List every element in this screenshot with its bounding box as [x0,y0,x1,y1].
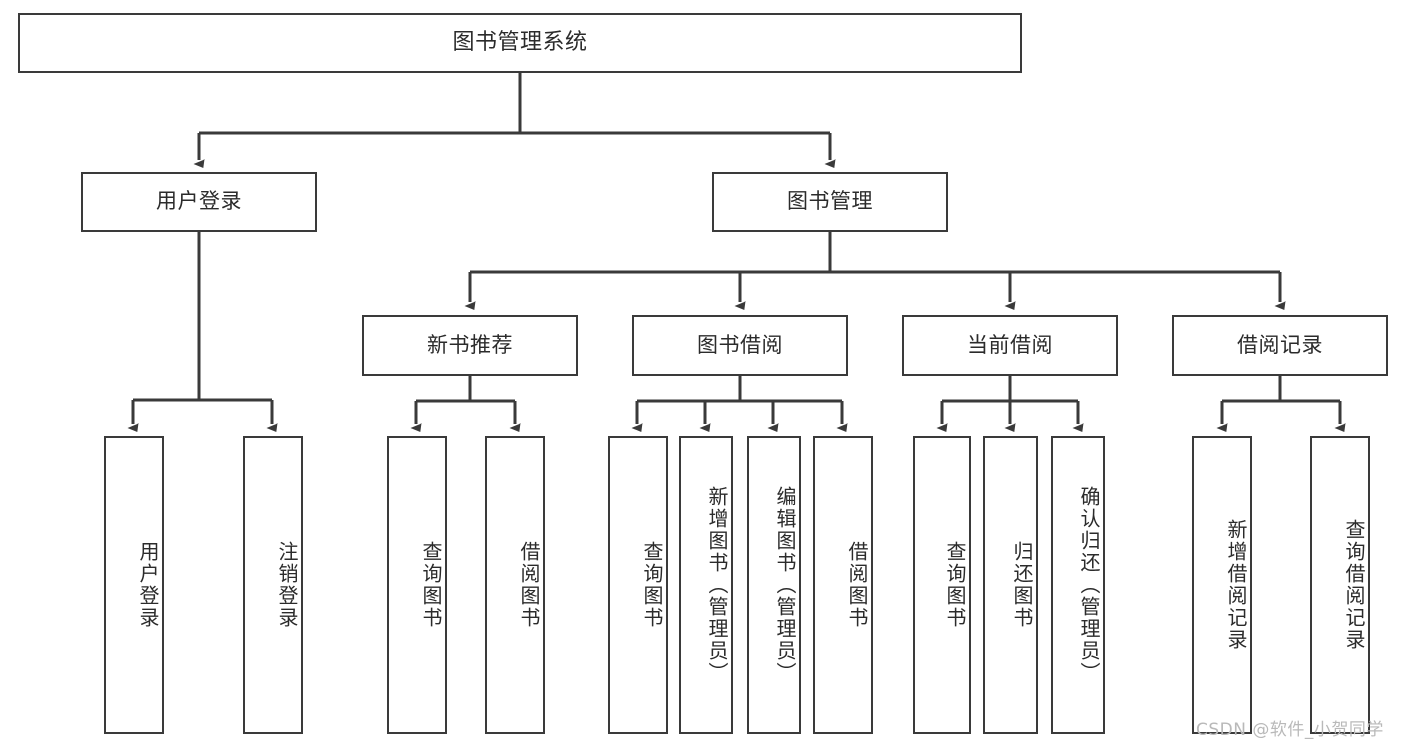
leaf-confirm-return-admin[interactable]: 确认归还（管理员） [1051,436,1105,734]
leaf-query-borrow-record[interactable]: 查询借阅记录 [1310,436,1370,734]
node-label: 当前借阅 [967,332,1053,357]
node-label: 查询图书 [419,541,443,629]
node-label: 新书推荐 [427,332,513,357]
node-label: 图书管理系统 [452,29,588,55]
leaf-logout[interactable]: 注销登录 [243,436,303,734]
node-label: 注销登录 [275,541,299,629]
node-current-borrowing[interactable]: 当前借阅 [902,315,1118,376]
leaf-add-borrow-record[interactable]: 新增借阅记录 [1192,436,1252,734]
node-label: 确认归还（管理员） [1077,486,1101,684]
node-new-book-recommendation[interactable]: 新书推荐 [362,315,578,376]
node-label: 新增图书（管理员） [705,486,729,684]
node-label: 借阅图书 [845,541,869,629]
node-label: 借阅图书 [517,541,541,629]
leaf-query-book-current[interactable]: 查询图书 [913,436,971,734]
leaf-borrow-book-recommendation[interactable]: 借阅图书 [485,436,545,734]
node-book-borrowing[interactable]: 图书借阅 [632,315,848,376]
leaf-query-book-borrowing[interactable]: 查询图书 [608,436,668,734]
node-label: 新增借阅记录 [1224,519,1248,651]
leaf-query-book-recommendation[interactable]: 查询图书 [387,436,447,734]
node-label: 编辑图书（管理员） [773,486,797,684]
node-label: 查询图书 [943,541,967,629]
node-label: 借阅记录 [1237,332,1323,357]
node-label: 查询图书 [640,541,664,629]
node-label: 图书管理 [787,189,873,214]
node-label: 查询借阅记录 [1342,519,1366,651]
node-user-login[interactable]: 用户登录 [81,172,317,232]
leaf-return-book[interactable]: 归还图书 [983,436,1038,734]
node-label: 用户登录 [156,189,242,214]
node-label: 用户登录 [136,541,160,629]
csdn-watermark: CSDN @软件_小贺同学 [1196,720,1384,740]
leaf-borrow-book-borrowing[interactable]: 借阅图书 [813,436,873,734]
leaf-user-login[interactable]: 用户登录 [104,436,164,734]
node-root-system[interactable]: 图书管理系统 [18,13,1022,73]
node-book-management[interactable]: 图书管理 [712,172,948,232]
node-label: 归还图书 [1010,541,1034,629]
leaf-add-book-admin[interactable]: 新增图书（管理员） [679,436,733,734]
node-label: 图书借阅 [697,332,783,357]
leaf-edit-book-admin[interactable]: 编辑图书（管理员） [747,436,801,734]
node-borrow-record[interactable]: 借阅记录 [1172,315,1388,376]
